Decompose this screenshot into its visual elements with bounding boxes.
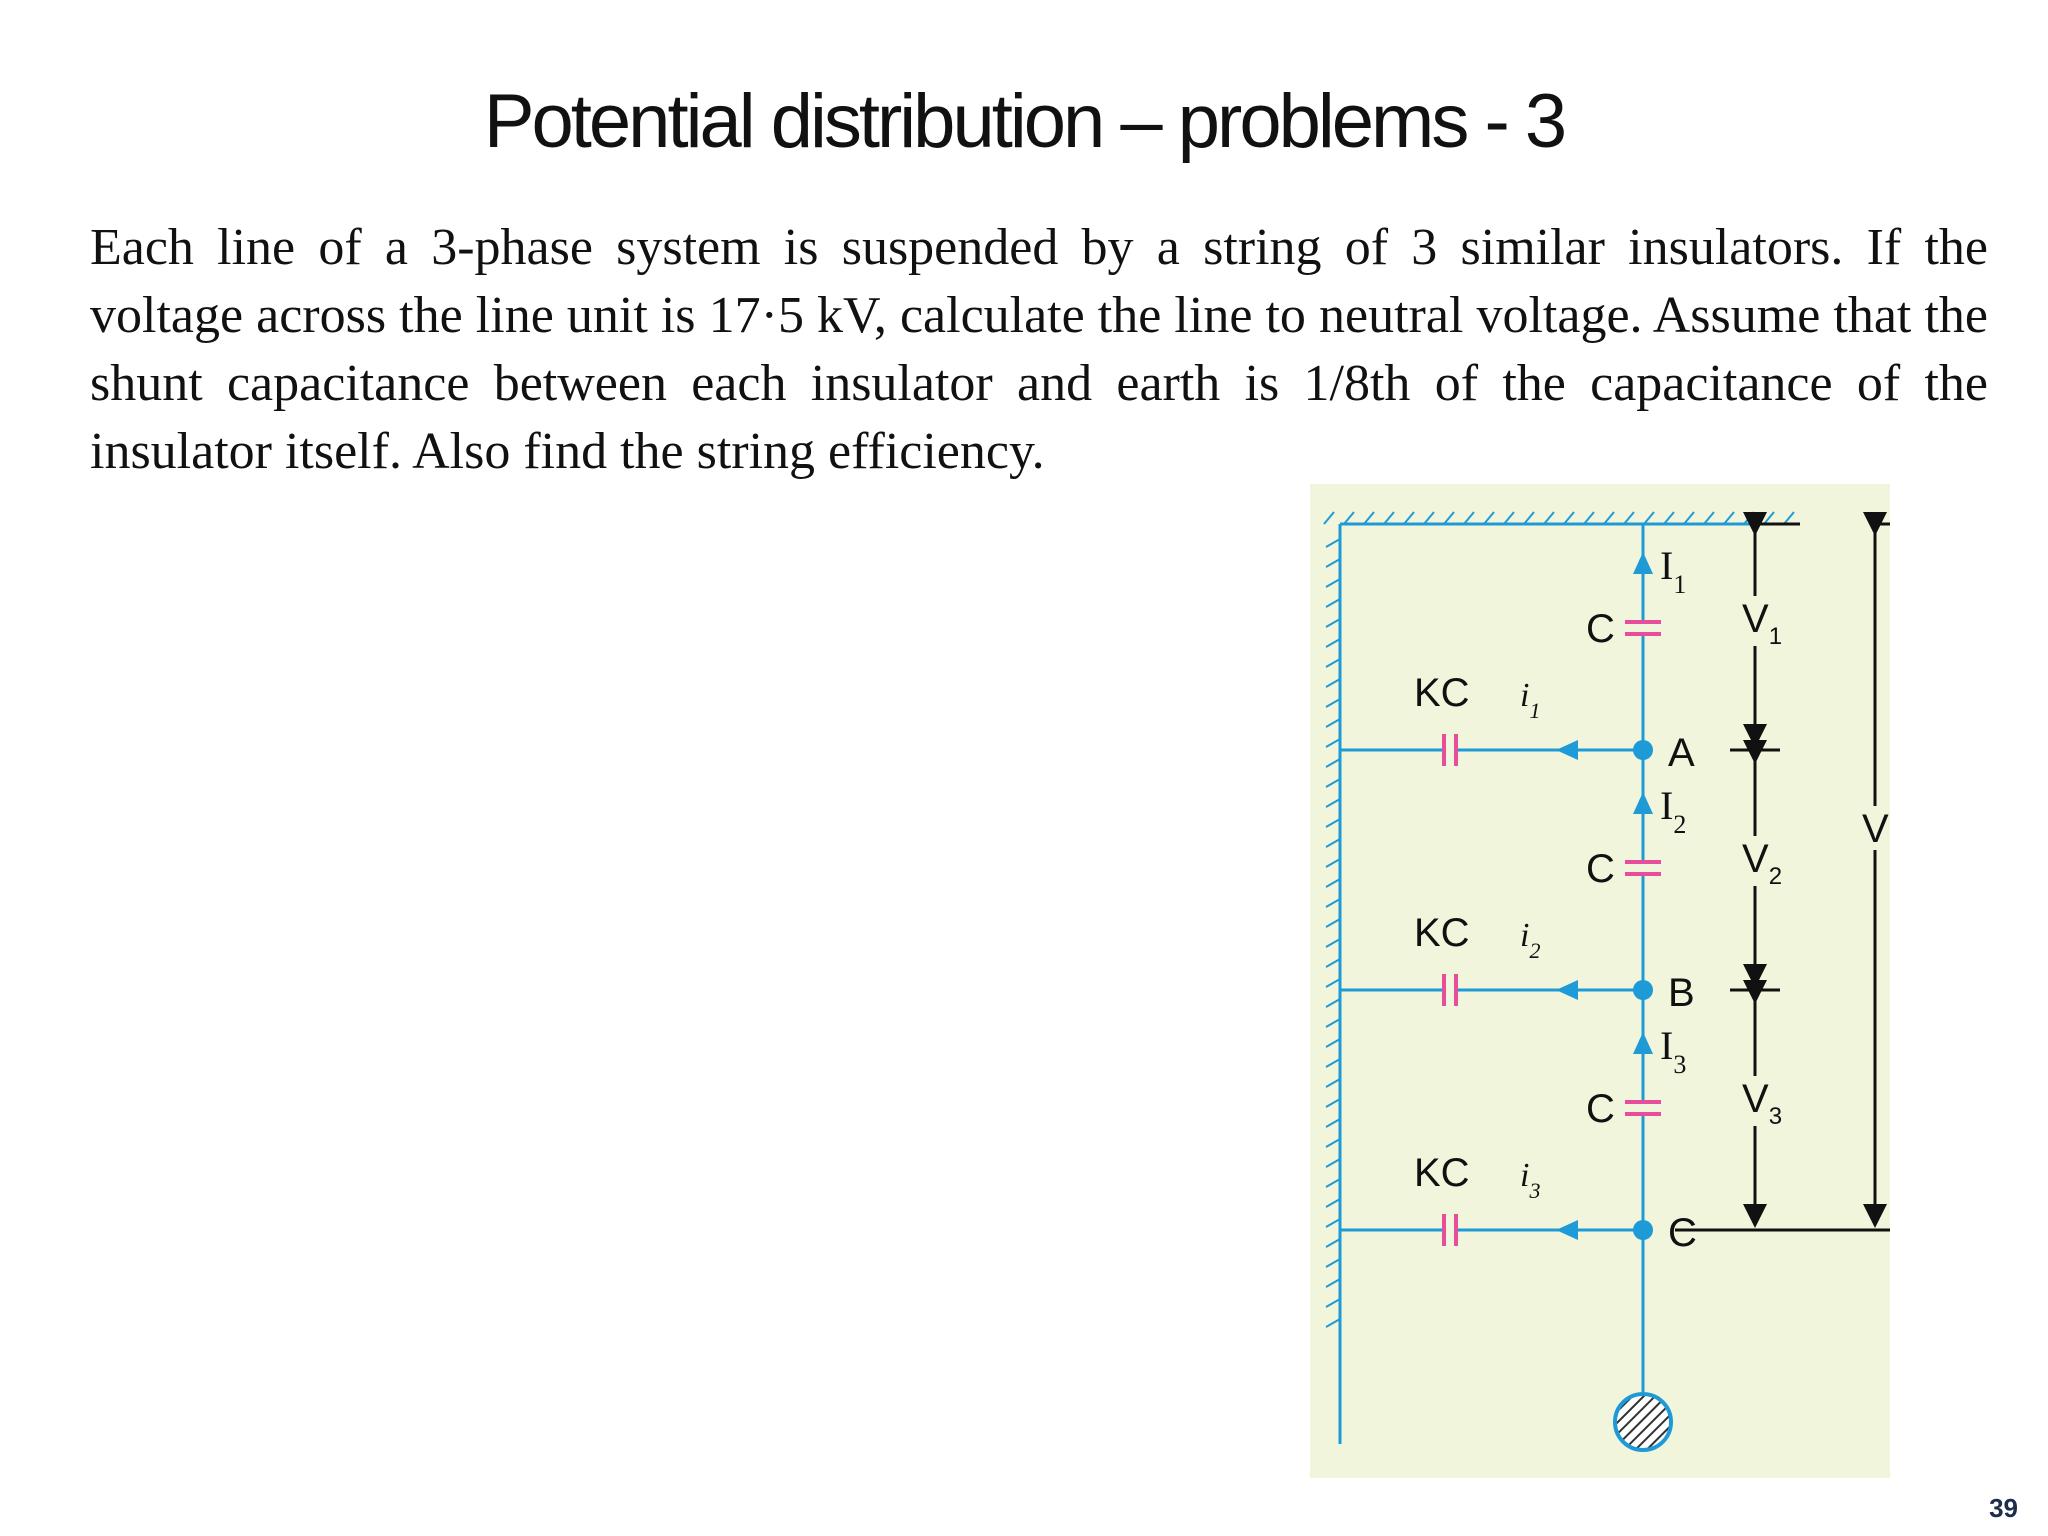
voltage-label-V1: V1: [1742, 597, 1782, 650]
voltage-label-V3: V3: [1742, 1077, 1782, 1130]
shunt-current-arrow: [1556, 740, 1578, 760]
problem-statement: Each line of a 3-phase system is suspend…: [90, 219, 1988, 480]
insulator-capacitor-label: C: [1586, 847, 1615, 891]
insulator-capacitor-label: C: [1586, 607, 1615, 651]
node-A-dot: [1633, 740, 1653, 760]
slide-title: Potential distribution – problems - 3: [483, 79, 1567, 164]
insulator-string-diagram: C C C I1 I2 I3 KC i1 A KC i2 B: [1310, 484, 1890, 1478]
shunt-current-arrow: [1556, 1220, 1578, 1240]
insulator-capacitor-3: C: [1586, 1087, 1661, 1131]
insulator-capacitor-2: C: [1586, 847, 1661, 891]
shunt-capacitor-label: KC: [1414, 1151, 1470, 1195]
current-arrow-I2: [1633, 792, 1653, 814]
shunt-current-label: i2: [1520, 917, 1540, 963]
diagram-background: [1310, 484, 1890, 1478]
node-label-B: B: [1668, 971, 1695, 1015]
tower-hatching: [1325, 538, 1341, 1328]
current-label-I1: I1: [1660, 543, 1686, 599]
voltage-label-V: V: [1862, 807, 1889, 851]
current-arrow-I3: [1633, 1032, 1653, 1054]
shunt-current-label: i3: [1520, 1157, 1540, 1203]
node-C-dot: [1633, 1220, 1653, 1240]
insulator-capacitor-1: C: [1586, 607, 1661, 651]
shunt-capacitor-label: KC: [1414, 911, 1470, 955]
line-conductor: [1613, 1392, 1673, 1452]
V1-label-bg: [1738, 596, 1798, 646]
shunt-branch-3: KC i3 C: [1340, 1151, 1697, 1255]
shunt-capacitor-label: KC: [1414, 671, 1470, 715]
node-label-A: A: [1668, 731, 1695, 775]
voltage-label-V2: V2: [1742, 837, 1782, 890]
node-B-dot: [1633, 980, 1653, 1000]
shunt-branch-1: KC i1 A: [1340, 671, 1695, 775]
current-label-I3: I3: [1660, 1023, 1686, 1079]
V2-label-bg: [1738, 836, 1798, 886]
page-number: 39: [1989, 1493, 2018, 1523]
V-label-bg: [1858, 806, 1890, 850]
current-label-I2: I2: [1660, 783, 1686, 839]
shunt-branch-2: KC i2 B: [1340, 911, 1695, 1015]
V3-label-bg: [1738, 1076, 1798, 1126]
cross-arm: [1323, 511, 1800, 526]
insulator-capacitor-label: C: [1586, 1087, 1615, 1131]
shunt-current-arrow: [1556, 980, 1578, 1000]
current-arrow-I1: [1633, 552, 1653, 574]
shunt-current-label: i1: [1520, 677, 1540, 723]
tower: [1325, 524, 1342, 1444]
node-label-C: C: [1668, 1211, 1697, 1255]
